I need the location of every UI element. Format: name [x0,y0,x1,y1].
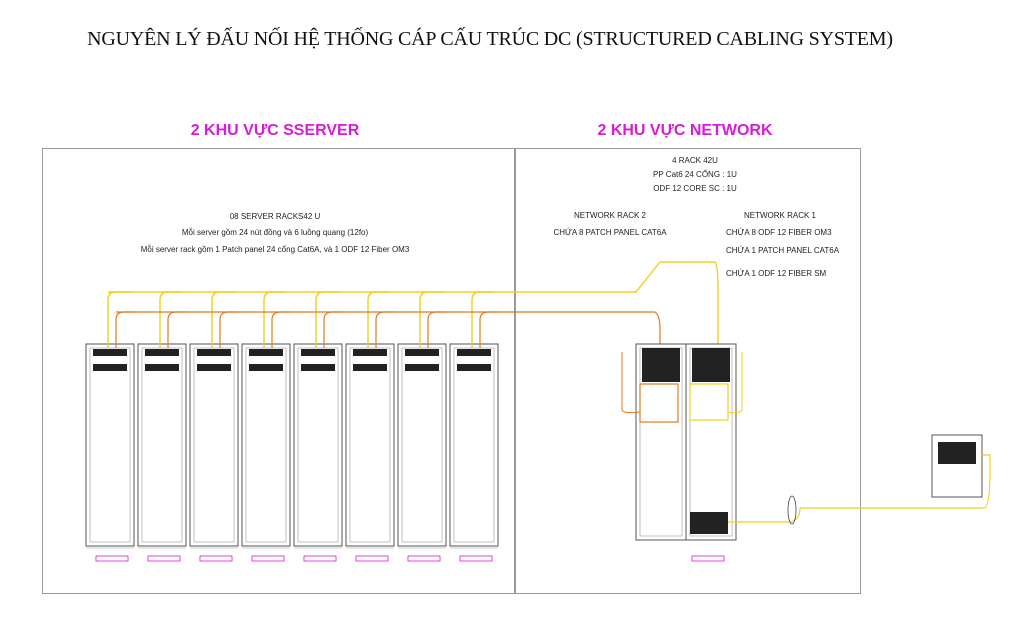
server-rack-label-tag [95,555,129,562]
server-rack-5 [293,343,343,547]
server-rack-patch-panel [249,349,283,356]
fiber-cable [211,291,234,348]
network-rack-label-tag [691,555,725,562]
server-rack-label-tag [147,555,181,562]
server-rack-patch-panel [353,349,387,356]
copper-cable [115,311,134,348]
network-rack-2-panels [642,348,680,382]
server-rack-inner [349,347,391,543]
fiber-cable [367,291,390,348]
copper-cable [375,311,394,348]
network-rack2-name: NETWORK RACK 2 [573,211,646,220]
network-rack1-name: NETWORK RACK 1 [743,211,816,220]
fiber-cable [107,291,130,348]
rack2-patch-loop [621,352,641,414]
server-rack-patch-panel [197,349,231,356]
server-rack-odf [457,364,491,371]
network-spec-1: 4 RACK 42U [672,156,718,165]
server-rack-label-tag [303,555,337,562]
server-rack-odf [249,364,283,371]
diagram-title: NGUYÊN LÝ ĐẤU NỐI HỆ THỐNG CÁP CẤU TRÚC … [87,28,893,50]
copper-cable [167,311,186,348]
server-rack-inner [193,347,235,543]
server-zone-line1: 08 SERVER RACKS42 U [229,212,321,221]
server-rack-patch-panel [457,349,491,356]
network-zone-box [514,148,861,594]
server-rack-inner [141,347,183,543]
copper-cable [323,311,342,348]
server-rack-1 [85,343,135,547]
fiber-cable [419,291,442,348]
copper-cable [271,311,290,348]
server-rack-inner [401,347,443,543]
network-spec-2: PP Cat6 24 CỔNG : 1U [653,170,737,179]
copper-cable [479,311,498,348]
server-rack-label-tag [459,555,493,562]
server-rack-2 [137,343,187,547]
server-rack-odf [93,364,127,371]
rack1-fiber-group [689,383,729,421]
rack1-sm-odf [690,512,728,534]
rack1-patch-loop [727,352,743,414]
network-zone-heading: 2 KHU VỰC NETWORK [597,122,773,139]
server-rack-odf [301,364,335,371]
rack2-copper-group [639,383,679,423]
cable-bundle-marker [787,495,797,525]
network-rack-1-panels [692,348,730,382]
server-rack-patch-panel [93,349,127,356]
server-rack-label-tag [407,555,441,562]
copper-cable [219,311,238,348]
server-rack-odf [353,364,387,371]
server-rack-4 [241,343,291,547]
network-rack1-desc2: CHỨA 1 PATCH PANEL CAT6A [726,246,840,255]
network-spec-3: ODF 12 CORE SC : 1U [653,184,737,193]
server-rack-odf [197,364,231,371]
server-zone-line2: Mỗi server gồm 24 nút đồng và 6 luồng qu… [181,228,369,237]
server-rack-8 [449,343,499,547]
server-rack-label-tag [199,555,233,562]
server-rack-inner [89,347,131,543]
server-rack-odf [405,364,439,371]
server-rack-label-tag [355,555,389,562]
server-rack-patch-panel [301,349,335,356]
server-rack-inner [245,347,287,543]
network-rack2-desc: CHỨA 8 PATCH PANEL CAT6A [553,228,667,237]
server-zone-box [42,148,516,594]
server-rack-3 [189,343,239,547]
server-rack-patch-panel [405,349,439,356]
fiber-cable [159,291,182,348]
server-zone-line3: Mỗi server rack gồm 1 Patch panel 24 cổn… [140,245,410,254]
fiber-cable [315,291,338,348]
server-rack-odf [145,364,179,371]
server-zone-heading: 2 KHU VỰC SSERVER [190,122,360,139]
server-rack-inner [297,347,339,543]
server-rack-label-tag [251,555,285,562]
server-rack-7 [397,343,447,547]
copper-trunk [116,311,661,344]
copper-cable [427,311,446,348]
network-rack1-desc1: CHỨA 8 ODF 12 FIBER OM3 [726,228,832,237]
server-rack-patch-panel [145,349,179,356]
fiber-cable [263,291,286,348]
server-rack-inner [453,347,495,543]
network-rack1-desc3: CHỨA 1 ODF 12 FIBER SM [726,269,827,278]
fiber-cable [471,291,494,348]
external-rack-panel [938,442,976,464]
server-rack-6 [345,343,395,547]
fiber-trunk [108,261,719,344]
